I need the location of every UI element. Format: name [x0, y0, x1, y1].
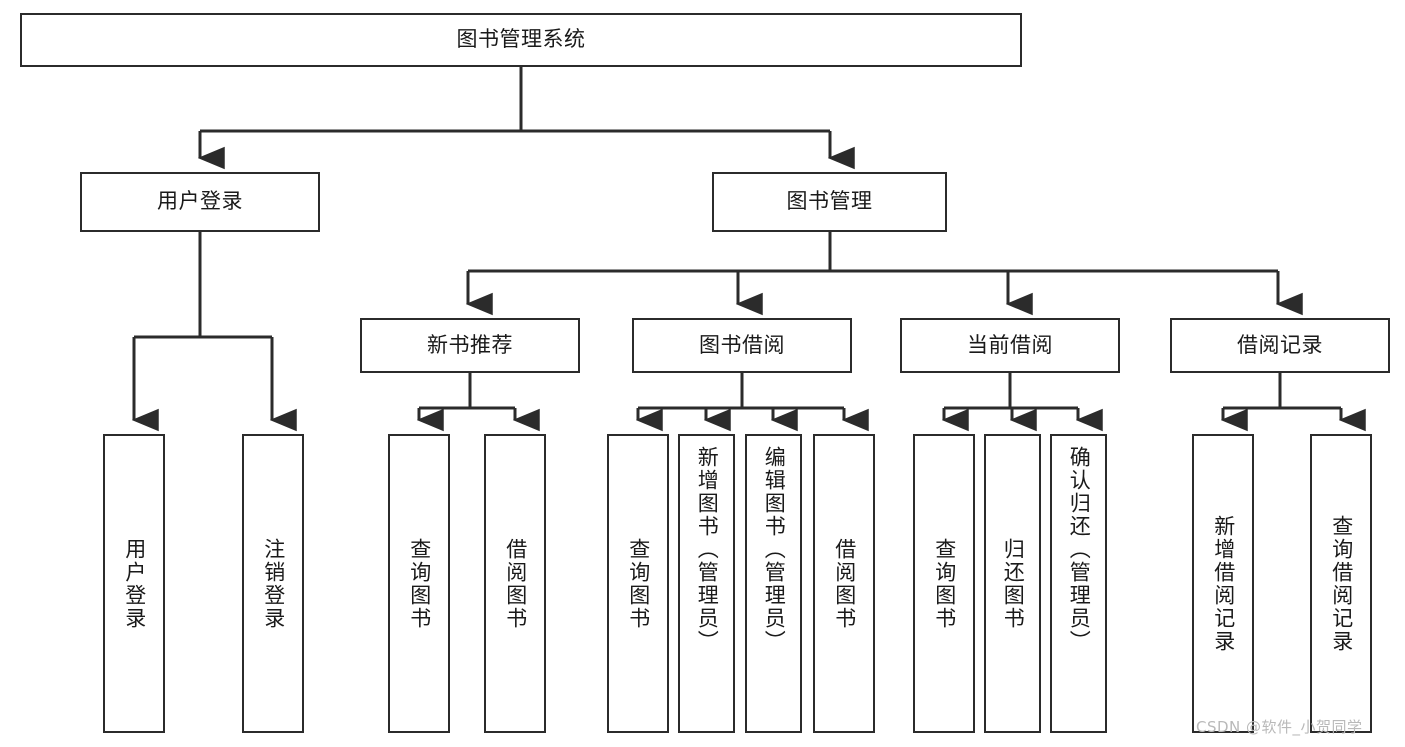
- node-book-manage[interactable]: 图书管理: [712, 172, 947, 232]
- node-leaf-edit-book-label: 编辑图书（管理员）: [762, 446, 787, 653]
- node-leaf-borrow-book-2-label: 借阅图书: [832, 537, 857, 630]
- node-book-borrow-label: 图书借阅: [699, 332, 785, 357]
- node-leaf-user-login-label: 用户登录: [122, 537, 147, 630]
- node-root-label: 图书管理系统: [456, 27, 586, 52]
- node-leaf-query-record-label: 查询借阅记录: [1329, 514, 1354, 653]
- node-leaf-add-book-label: 新增图书（管理员）: [695, 446, 720, 653]
- node-leaf-query-book-2-label: 查询图书: [626, 537, 651, 630]
- node-leaf-query-book-2[interactable]: 查询图书: [607, 434, 669, 733]
- node-leaf-query-book-1-label: 查询图书: [407, 537, 432, 630]
- node-current-borrow-label: 当前借阅: [967, 332, 1053, 357]
- node-leaf-query-book-3[interactable]: 查询图书: [913, 434, 975, 733]
- node-leaf-borrow-book-2[interactable]: 借阅图书: [813, 434, 875, 733]
- node-borrow-record[interactable]: 借阅记录: [1170, 318, 1390, 373]
- node-user-login[interactable]: 用户登录: [80, 172, 320, 232]
- node-borrow-record-label: 借阅记录: [1237, 332, 1323, 357]
- node-leaf-logout[interactable]: 注销登录: [242, 434, 304, 733]
- node-leaf-user-login[interactable]: 用户登录: [103, 434, 165, 733]
- node-leaf-return-book-label: 归还图书: [1001, 537, 1026, 630]
- node-root[interactable]: 图书管理系统: [20, 13, 1022, 67]
- node-leaf-logout-label: 注销登录: [261, 537, 286, 630]
- node-leaf-confirm-return-label: 确认归还（管理员）: [1067, 446, 1092, 653]
- node-leaf-add-book[interactable]: 新增图书（管理员）: [678, 434, 735, 733]
- node-leaf-edit-book[interactable]: 编辑图书（管理员）: [745, 434, 802, 733]
- node-leaf-return-book[interactable]: 归还图书: [984, 434, 1041, 733]
- node-leaf-borrow-book-1-label: 借阅图书: [503, 537, 528, 630]
- node-leaf-query-record[interactable]: 查询借阅记录: [1310, 434, 1372, 733]
- node-user-login-label: 用户登录: [157, 189, 243, 214]
- node-new-book-recommend[interactable]: 新书推荐: [360, 318, 580, 373]
- node-leaf-add-record[interactable]: 新增借阅记录: [1192, 434, 1254, 733]
- node-leaf-query-book-1[interactable]: 查询图书: [388, 434, 450, 733]
- node-leaf-confirm-return[interactable]: 确认归还（管理员）: [1050, 434, 1107, 733]
- node-book-manage-label: 图书管理: [786, 189, 873, 214]
- node-book-borrow[interactable]: 图书借阅: [632, 318, 852, 373]
- node-leaf-add-record-label: 新增借阅记录: [1211, 514, 1236, 653]
- node-new-book-recommend-label: 新书推荐: [427, 332, 513, 357]
- node-leaf-query-book-3-label: 查询图书: [932, 537, 957, 630]
- node-current-borrow[interactable]: 当前借阅: [900, 318, 1120, 373]
- node-leaf-borrow-book-1[interactable]: 借阅图书: [484, 434, 546, 733]
